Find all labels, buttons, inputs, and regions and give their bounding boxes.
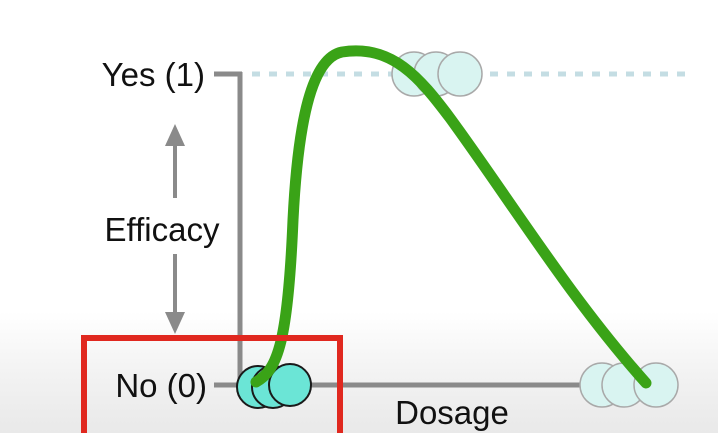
highlight-box [81, 335, 343, 433]
fitted-curve [250, 45, 652, 389]
y-label-yes: Yes (1) [102, 56, 205, 93]
yes-dot-3 [437, 51, 483, 97]
y-axis-title: Efficacy [105, 211, 220, 248]
efficacy-double-arrow [165, 124, 185, 334]
low-dot-3 [268, 363, 312, 407]
y-label-no: No (0) [115, 367, 207, 404]
x-axis-title: Dosage [395, 394, 509, 431]
